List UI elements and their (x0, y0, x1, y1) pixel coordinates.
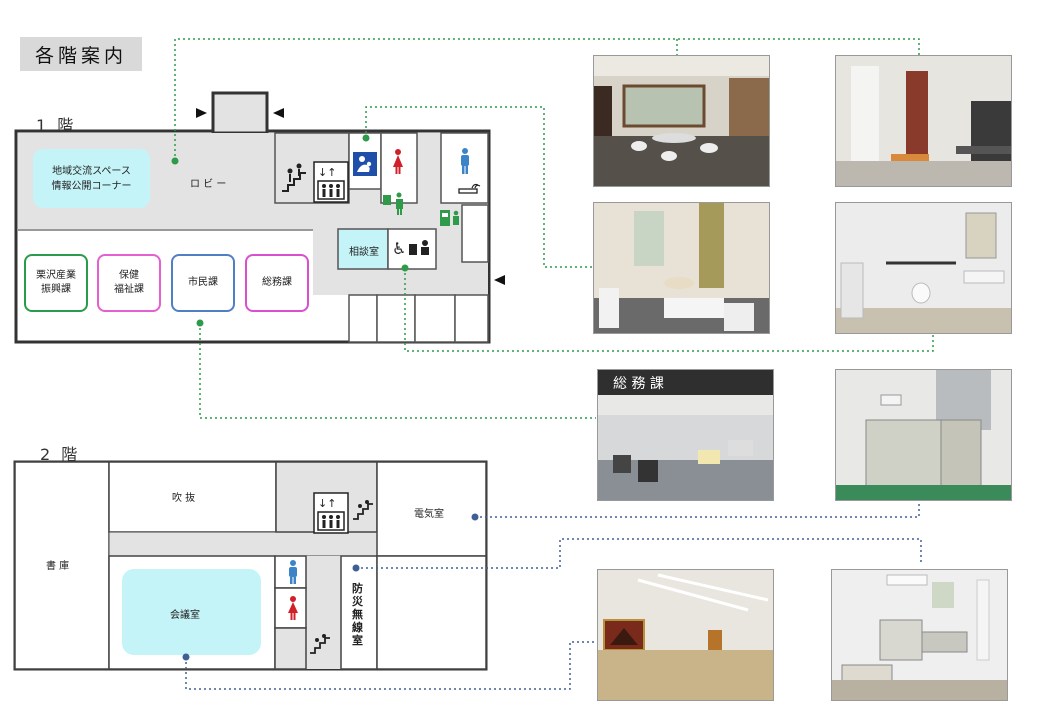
health-welfare-office[interactable]: 保健 福祉課 (97, 254, 161, 312)
women-toilet-icon (288, 596, 298, 620)
photo-electrical-room[interactable] (835, 369, 1012, 501)
citizens-office[interactable]: 市民課 (171, 254, 235, 312)
multipurpose-toilet-icon: ♿ (392, 239, 429, 258)
page-title: 各階案内 (20, 37, 142, 71)
general-affairs-office[interactable]: 総務課 (245, 254, 309, 312)
photo-general-affairs-office[interactable]: 総 務 課 (597, 369, 774, 501)
floor-2-label: 2 階 (40, 445, 81, 464)
svg-text:↓↑: ↓↑ (318, 166, 336, 179)
photo-consultation-room[interactable] (593, 202, 770, 334)
kurisawa-industry-office[interactable]: 栗沢産業 振興課 (24, 254, 88, 312)
public-phone-icon (383, 192, 403, 215)
photo-conference-room[interactable] (597, 569, 774, 701)
men-toilet-icon (289, 560, 297, 584)
entrance-arrow-icon (273, 108, 284, 118)
photo-disaster-radio-room[interactable] (831, 569, 1008, 701)
men-toilet-icon (461, 148, 469, 174)
photo-multipurpose-toilet[interactable] (835, 202, 1012, 334)
disaster-radio-room[interactable]: 防災無線室 (352, 582, 363, 647)
photo-lobby[interactable] (835, 55, 1012, 187)
photo-community-space[interactable] (593, 55, 770, 187)
svg-text:↓↑: ↓↑ (318, 497, 336, 510)
aed-icon (440, 210, 459, 226)
lobby-label: ロ ビ ー (190, 179, 227, 190)
elevator-icon: ↓↑ (313, 161, 349, 203)
stairs-icon (310, 634, 330, 654)
women-toilet-icon (393, 149, 403, 174)
electrical-room[interactable]: 電気室 (414, 509, 444, 520)
conference-room[interactable]: 会議室 (170, 610, 200, 621)
svg-text:♿: ♿ (392, 239, 406, 258)
stairs-icon (353, 500, 373, 520)
community-space-room[interactable]: 地域交流スペース 情報公開コーナー (51, 165, 132, 192)
stairs-icon (282, 163, 306, 192)
entrance-arrow-icon (494, 275, 505, 285)
general-affairs-sign: 総 務 課 (613, 376, 664, 392)
nursing-room-icon (353, 152, 377, 176)
atrium-label: 吹 抜 (172, 493, 196, 504)
elevator-icon: ↓↑ (313, 492, 349, 534)
entrance-arrow-icon (196, 108, 207, 118)
archive-room[interactable]: 書 庫 (46, 561, 70, 572)
consultation-room[interactable]: 相談室 (349, 247, 379, 258)
smoking-area-icon (458, 183, 481, 194)
